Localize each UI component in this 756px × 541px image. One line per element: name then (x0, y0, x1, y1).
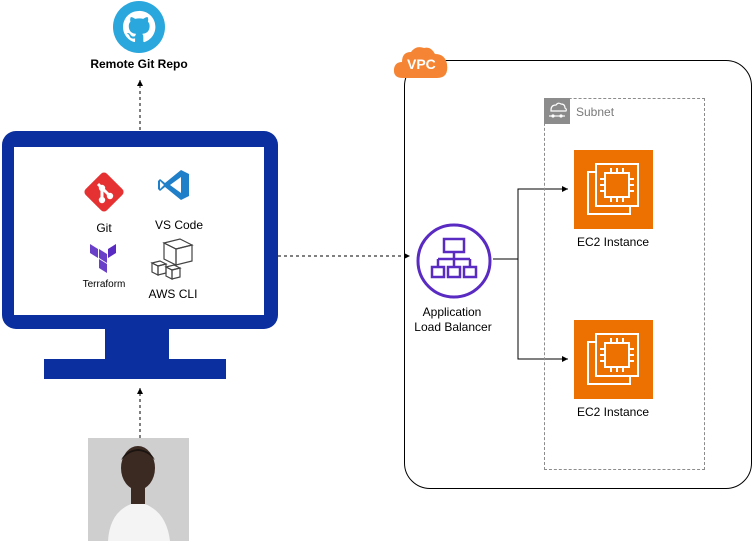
git-icon (84, 172, 124, 212)
terraform-icon (90, 244, 116, 273)
vpc-label: VPC (407, 56, 436, 72)
ec2-icon (574, 320, 653, 399)
ec2-label: EC2 Instance (576, 405, 650, 419)
terraform-label: Terraform (82, 279, 126, 290)
subnet-icon (544, 98, 570, 124)
ec2-label: EC2 Instance (576, 235, 650, 249)
lb-label-line2: Load Balancer (414, 320, 492, 334)
arrow-lb-to-ec2-bottom (493, 258, 568, 362)
subnet-label: Subnet (576, 105, 615, 119)
repo-label: Remote Git Repo (90, 57, 188, 71)
load-balancer-icon (416, 223, 492, 299)
ec2-icon (574, 150, 653, 229)
subnet-container (544, 98, 705, 470)
monitor-icon (2, 131, 278, 379)
vscode-label: VS Code (154, 218, 204, 232)
vpc-cloud-icon (393, 47, 448, 78)
git-label: Git (96, 221, 112, 235)
lb-label-line1: Application (422, 305, 482, 319)
user-photo (88, 438, 189, 541)
aws-cli-label: AWS CLI (148, 287, 198, 301)
aws-cli-icon (150, 238, 194, 280)
vpc-container (404, 60, 752, 489)
github-icon (113, 1, 165, 53)
vscode-icon (158, 170, 189, 200)
